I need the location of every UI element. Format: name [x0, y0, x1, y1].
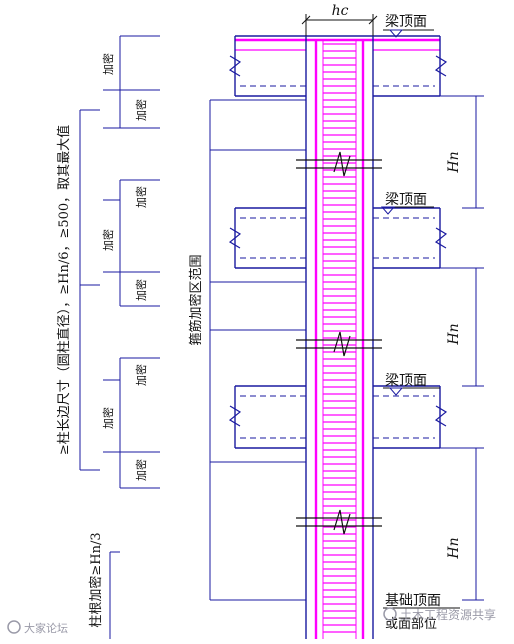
- foundation-top-marker: 基础顶面 或面部位: [383, 592, 460, 632]
- hn-dimensions: [440, 95, 484, 601]
- svg-text:土木工程资源共享: 土木工程资源共享: [400, 607, 496, 622]
- hc-label: hc: [332, 3, 349, 19]
- rule-main-text: ≥柱长边尺寸（圆柱直径），≥Hn/6，≥500，取其最大值: [56, 125, 72, 455]
- stirrup-ladder: [323, 43, 356, 633]
- svg-text:梁顶面: 梁顶面: [385, 192, 427, 208]
- svg-text:大家论坛: 大家论坛: [24, 621, 68, 635]
- range-label: 箍筋加密区范围: [188, 254, 204, 345]
- beam-rebar-dashed: [240, 85, 435, 439]
- svg-text:加密: 加密: [134, 279, 148, 301]
- svg-text:加密: 加密: [134, 99, 148, 121]
- rule-bottom-text: 柱根加密≥Hn/3: [88, 532, 104, 627]
- hn-label-2: Hn: [446, 323, 462, 345]
- hn-label-3: Hn: [446, 537, 462, 559]
- svg-text:梁顶面: 梁顶面: [385, 373, 427, 389]
- watermark-right: 土木工程资源共享: [383, 607, 496, 622]
- beam-top-marker-3: 梁顶面: [383, 373, 440, 396]
- svg-text:加密: 加密: [134, 186, 148, 208]
- left-dimension-ladder: [79, 35, 160, 639]
- beam-top-marker-1: 梁顶面: [383, 14, 434, 38]
- watermark-left: 大家论坛: [7, 620, 68, 635]
- svg-text:加密: 加密: [101, 229, 115, 251]
- jiami-labels: 加密 加密 加密 加密 加密 加密 加密 加密: [101, 53, 148, 481]
- hn-label-1: Hn: [446, 151, 462, 173]
- concrete-outline: [234, 35, 441, 639]
- svg-text:梁顶面: 梁顶面: [385, 14, 427, 30]
- hc-dimension: [301, 14, 378, 36]
- column-break-marks: [296, 151, 382, 535]
- svg-text:加密: 加密: [101, 53, 115, 75]
- range-bracket: [209, 99, 306, 601]
- beam-top-marker-2: 梁顶面: [380, 192, 434, 215]
- svg-text:加密: 加密: [101, 407, 115, 429]
- beam-break-marks: [228, 55, 448, 427]
- svg-text:加密: 加密: [134, 459, 148, 481]
- svg-text:或面部位: 或面部位: [385, 617, 437, 632]
- svg-text:加密: 加密: [134, 364, 148, 386]
- svg-text:基础顶面: 基础顶面: [385, 592, 441, 609]
